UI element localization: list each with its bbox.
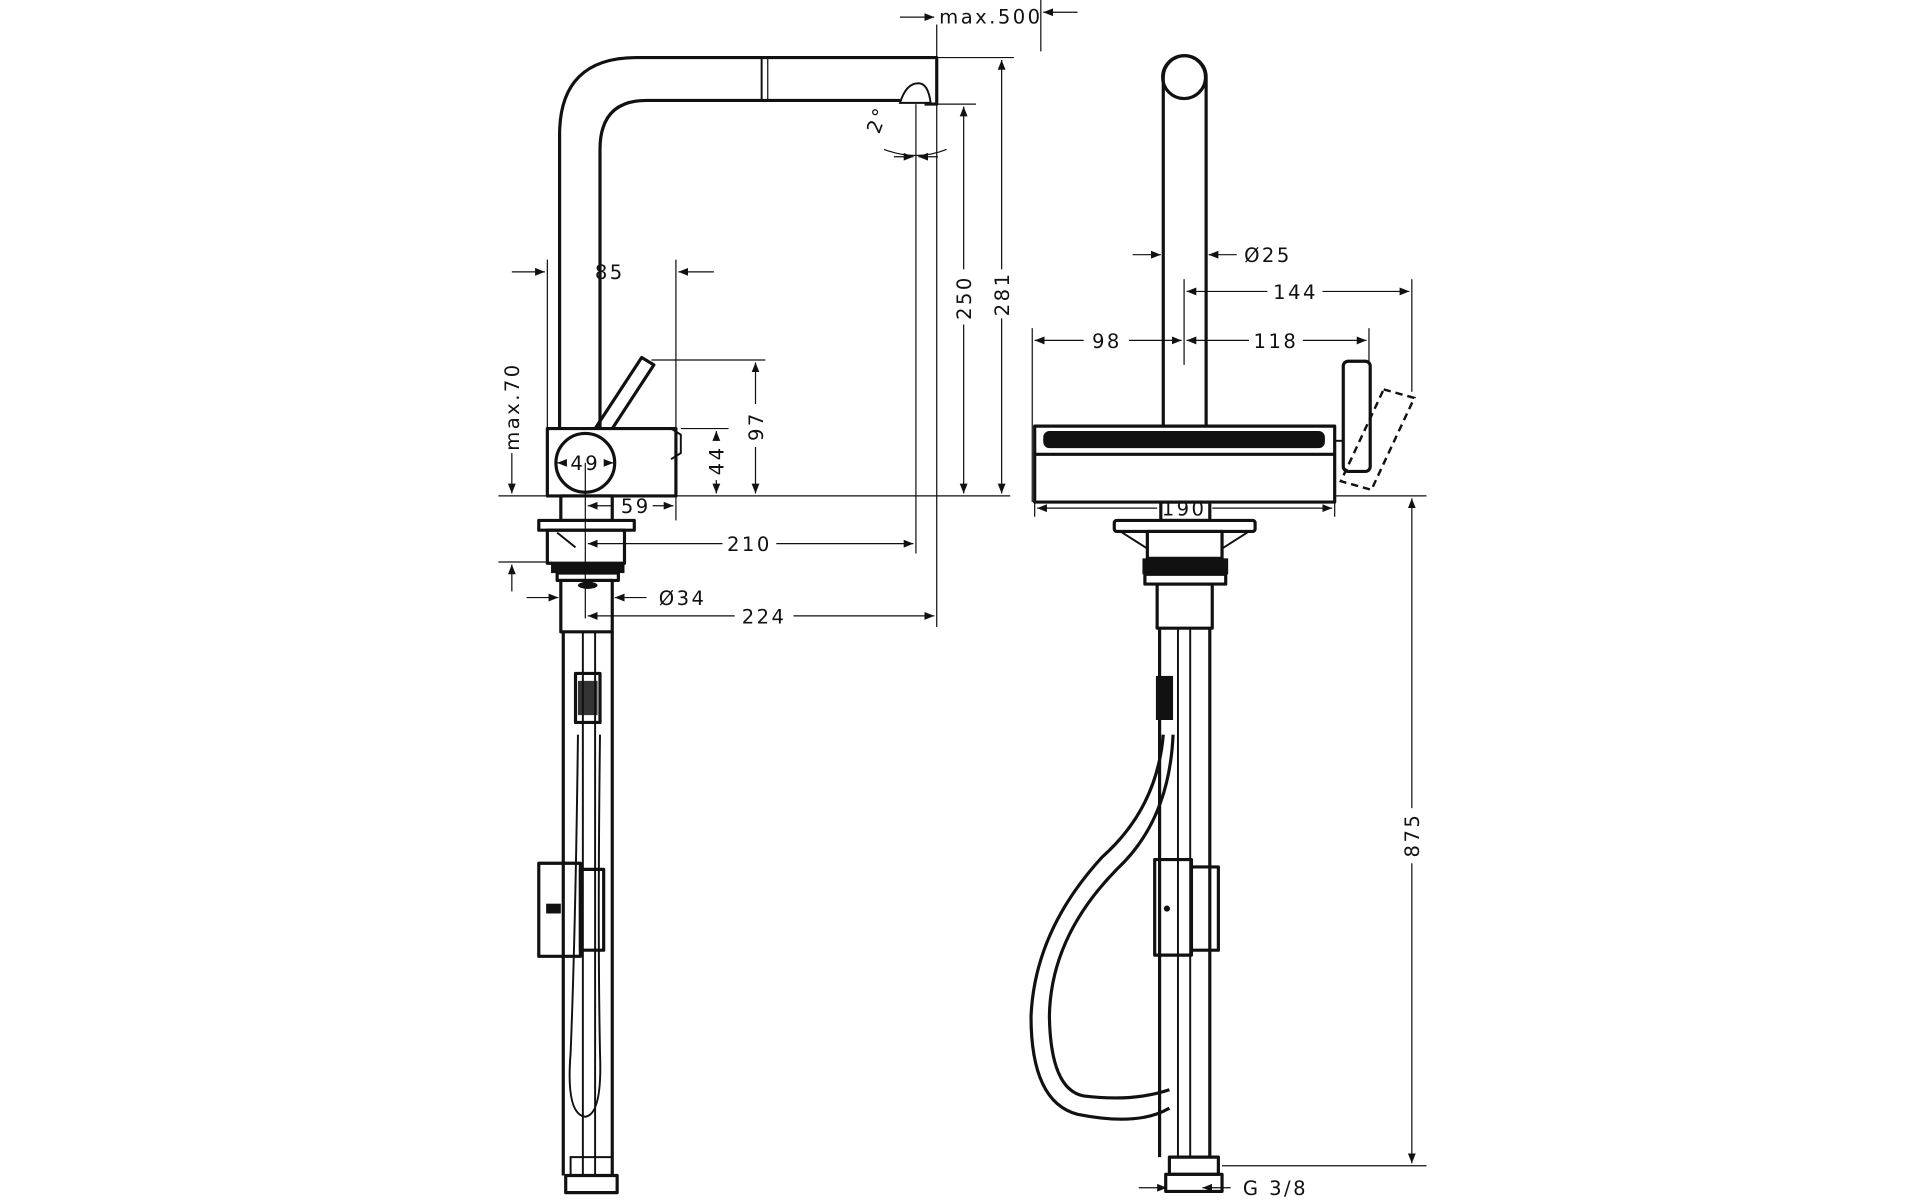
dim-281: 281 (991, 272, 1014, 317)
dim-thread-g38: G 3/8 (1243, 1177, 1308, 1200)
dim-875: 875 (1401, 813, 1424, 858)
front-view: Ø25 144 98 118 190 875 G 3/8 (1029, 54, 1427, 1200)
dim-210: 210 (727, 533, 772, 556)
dim-190: 190 (1162, 498, 1207, 521)
side-view: max.500 2° 281 250 85 max.70 97 44 49 59 (498, 0, 1078, 1195)
supply-hoses (537, 631, 619, 1195)
dim-224: 224 (742, 605, 787, 628)
spout-front (1161, 54, 1208, 427)
mounting-base-front (1112, 500, 1257, 630)
dim-250: 250 (953, 275, 976, 320)
dim-144: 144 (1273, 281, 1318, 304)
dim-max-70: max.70 (501, 362, 524, 451)
front-dimensions: Ø25 144 98 118 190 875 G 3/8 (1031, 244, 1427, 1200)
dim-85: 85 (595, 261, 625, 284)
dim-max-500: max.500 (939, 5, 1042, 28)
spout (558, 55, 939, 429)
mixer-body (545, 355, 682, 498)
supply-hoses-front (1029, 628, 1224, 1194)
dim-angle: 2° (862, 103, 893, 136)
dim-98: 98 (1092, 330, 1122, 353)
dim-diameter-25: Ø25 (1244, 244, 1292, 267)
dim-97: 97 (745, 411, 768, 441)
dim-44: 44 (706, 446, 729, 476)
dim-118: 118 (1254, 330, 1299, 353)
dim-49: 49 (570, 452, 600, 475)
dim-diameter-34: Ø34 (659, 587, 707, 610)
shower-head (1033, 359, 1417, 504)
dim-59: 59 (621, 495, 651, 518)
side-dimensions: max.500 2° 281 250 85 max.70 97 44 49 59 (498, 0, 1078, 628)
